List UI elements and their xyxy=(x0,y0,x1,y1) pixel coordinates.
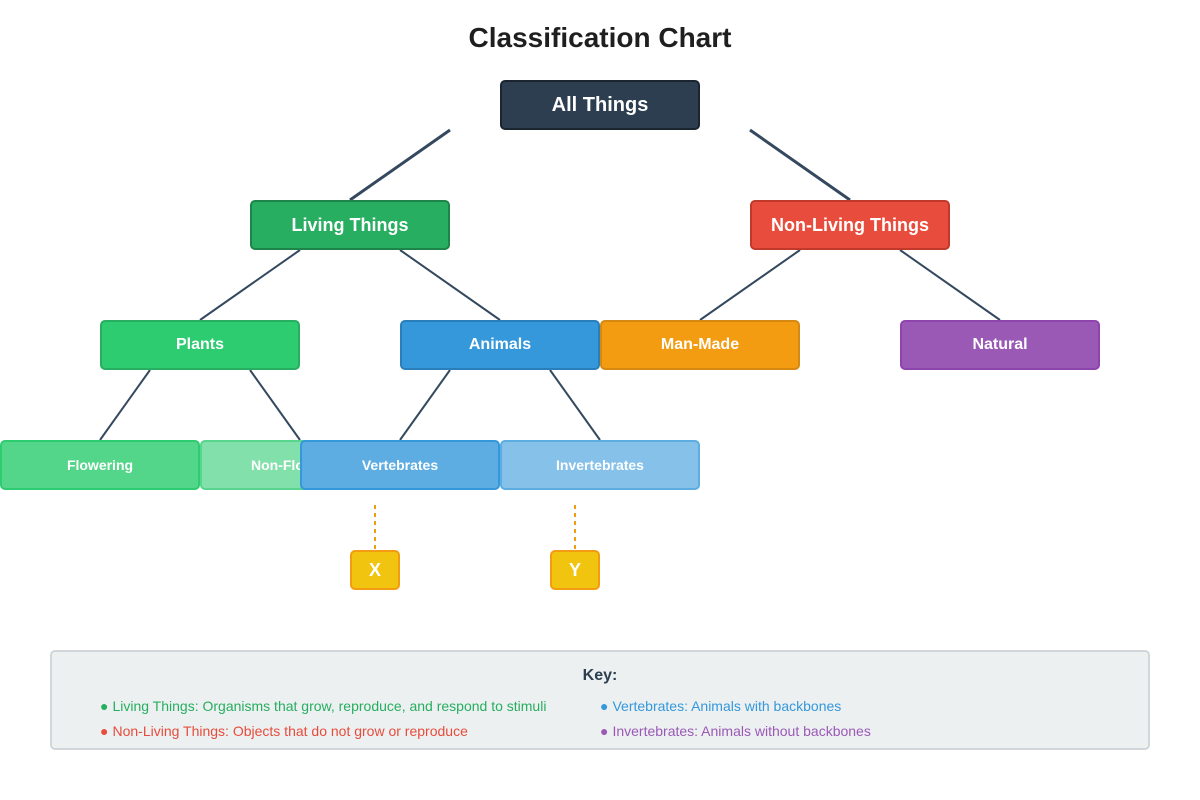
node-y: Y xyxy=(550,550,600,590)
bullet-icon: ● xyxy=(100,723,109,739)
node-flowering: Flowering xyxy=(0,440,200,490)
chart-title: Classification Chart xyxy=(468,22,732,53)
key-panel: Key: ●Living Things: Organisms that grow… xyxy=(50,650,1150,750)
connector-root-living xyxy=(349,128,451,202)
node-animals: Animals xyxy=(400,320,600,370)
bullet-icon: ● xyxy=(600,723,609,739)
connector-living-plants xyxy=(199,249,301,321)
connector-plants-flowering xyxy=(99,369,151,441)
node-invertebrates: Invertebrates xyxy=(500,440,700,490)
key-item-text: Living Things: Organisms that grow, repr… xyxy=(112,698,547,714)
node-man-made: Man-Made xyxy=(600,320,800,370)
connector-living-animals xyxy=(399,249,501,321)
connector-plants-nonflowering xyxy=(249,369,301,441)
bullet-icon: ● xyxy=(600,698,609,714)
key-item-non-living-things: ●Non-Living Things: Objects that do not … xyxy=(100,723,468,739)
connector-nonliving-manmade xyxy=(699,249,801,321)
node-non-living-things: Non-Living Things xyxy=(750,200,950,250)
node-vertebrates: Vertebrates xyxy=(300,440,500,490)
connector-animals-vertebrates xyxy=(399,369,451,441)
key-item-invertebrates: ●Invertebrates: Animals without backbone… xyxy=(600,723,871,739)
node-plants: Plants xyxy=(100,320,300,370)
key-item-text: Non-Living Things: Objects that do not g… xyxy=(112,723,468,739)
connector-animals-invertebrates xyxy=(549,369,601,441)
key-item-vertebrates: ●Vertebrates: Animals with backbones xyxy=(600,698,841,714)
bullet-icon: ● xyxy=(100,698,109,714)
connector-nonliving-natural xyxy=(899,249,1001,321)
connector-root-nonliving xyxy=(749,128,851,202)
node-living-things: Living Things xyxy=(250,200,450,250)
key-title: Key: xyxy=(582,667,618,684)
key-item-text: Vertebrates: Animals with backbones xyxy=(612,698,842,714)
node-natural: Natural xyxy=(900,320,1100,370)
key-item-text: Invertebrates: Animals without backbones xyxy=(612,723,871,739)
node-x: X xyxy=(350,550,400,590)
key-item-living-things: ●Living Things: Organisms that grow, rep… xyxy=(100,698,546,714)
node-all-things: All Things xyxy=(500,80,700,130)
